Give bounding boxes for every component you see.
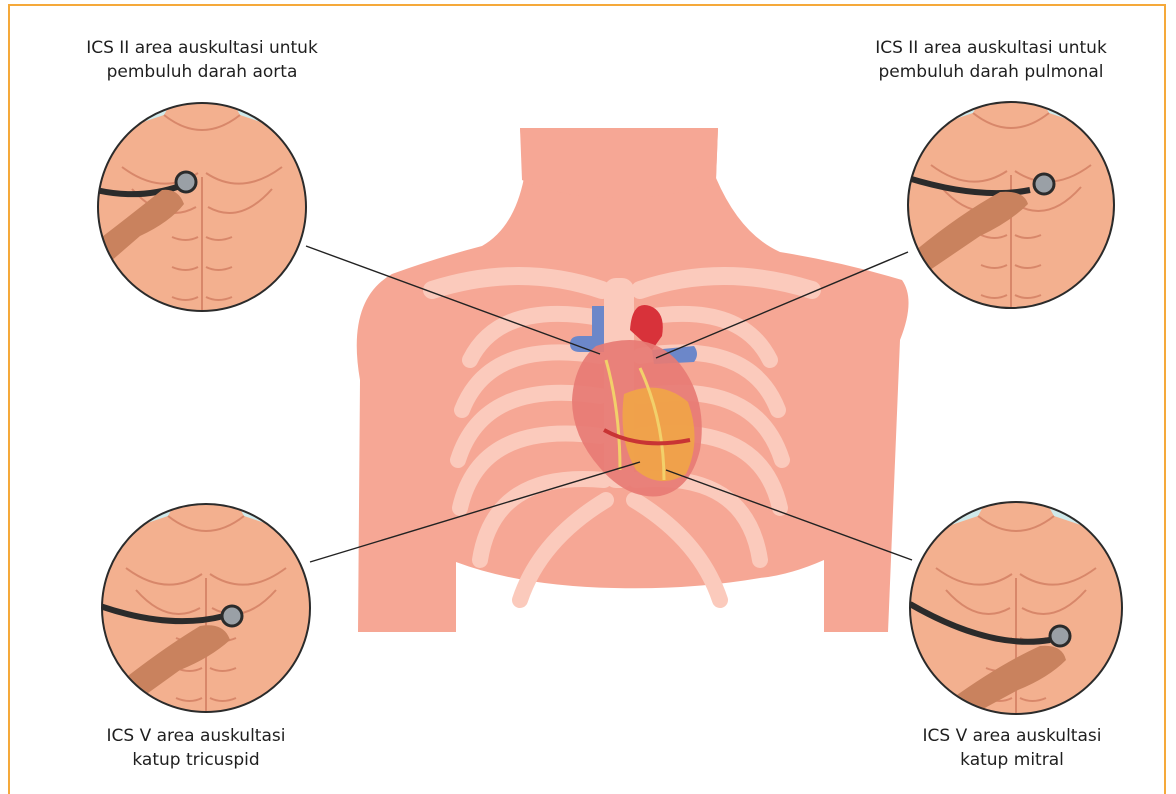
label-aorta-line1: ICS II area auskultasi untuk bbox=[52, 36, 352, 60]
label-aorta-line2: pembuluh darah aorta bbox=[52, 60, 352, 84]
inset-aorta bbox=[72, 97, 332, 337]
label-pulmonal-line2: pembuluh darah pulmonal bbox=[826, 60, 1156, 84]
label-mitral-line2: katup mitral bbox=[882, 748, 1142, 772]
inset-mitral bbox=[886, 498, 1146, 738]
label-aorta: ICS II area auskultasi untuk pembuluh da… bbox=[52, 36, 352, 84]
label-tricuspid-line1: ICS V area auskultasi bbox=[66, 724, 326, 748]
inset-tricuspid bbox=[76, 498, 336, 738]
label-mitral: ICS V area auskultasi katup mitral bbox=[882, 724, 1142, 772]
label-pulmonal: ICS II area auskultasi untuk pembuluh da… bbox=[826, 36, 1156, 84]
label-tricuspid-line2: katup tricuspid bbox=[66, 748, 326, 772]
label-pulmonal-line1: ICS II area auskultasi untuk bbox=[826, 36, 1156, 60]
inset-pulmonal bbox=[881, 95, 1141, 335]
label-mitral-line1: ICS V area auskultasi bbox=[882, 724, 1142, 748]
label-tricuspid: ICS V area auskultasi katup tricuspid bbox=[66, 724, 326, 772]
